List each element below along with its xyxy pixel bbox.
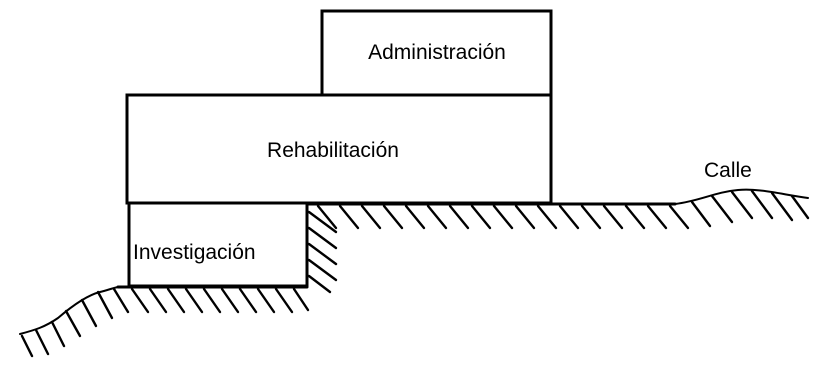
terrain-hatching	[20, 189, 810, 358]
block-investigacion: Investigación	[127, 201, 309, 288]
terrain-street	[674, 188, 809, 205]
foundation-upper	[305, 202, 677, 288]
terrain-left-slope	[19, 286, 119, 335]
terrain	[19, 188, 810, 358]
block-rehabilitacion-outline	[125, 93, 553, 205]
block-rehabilitacion: Rehabilitación	[125, 93, 553, 205]
block-administracion-outline	[320, 9, 553, 97]
block-rehabilitacion-label: Rehabilitación	[267, 139, 399, 162]
street-label: Calle	[704, 159, 752, 182]
block-administracion-label: Administración	[368, 41, 506, 64]
block-administracion: Administración	[320, 9, 553, 97]
block-investigacion-label: Investigación	[133, 241, 256, 264]
